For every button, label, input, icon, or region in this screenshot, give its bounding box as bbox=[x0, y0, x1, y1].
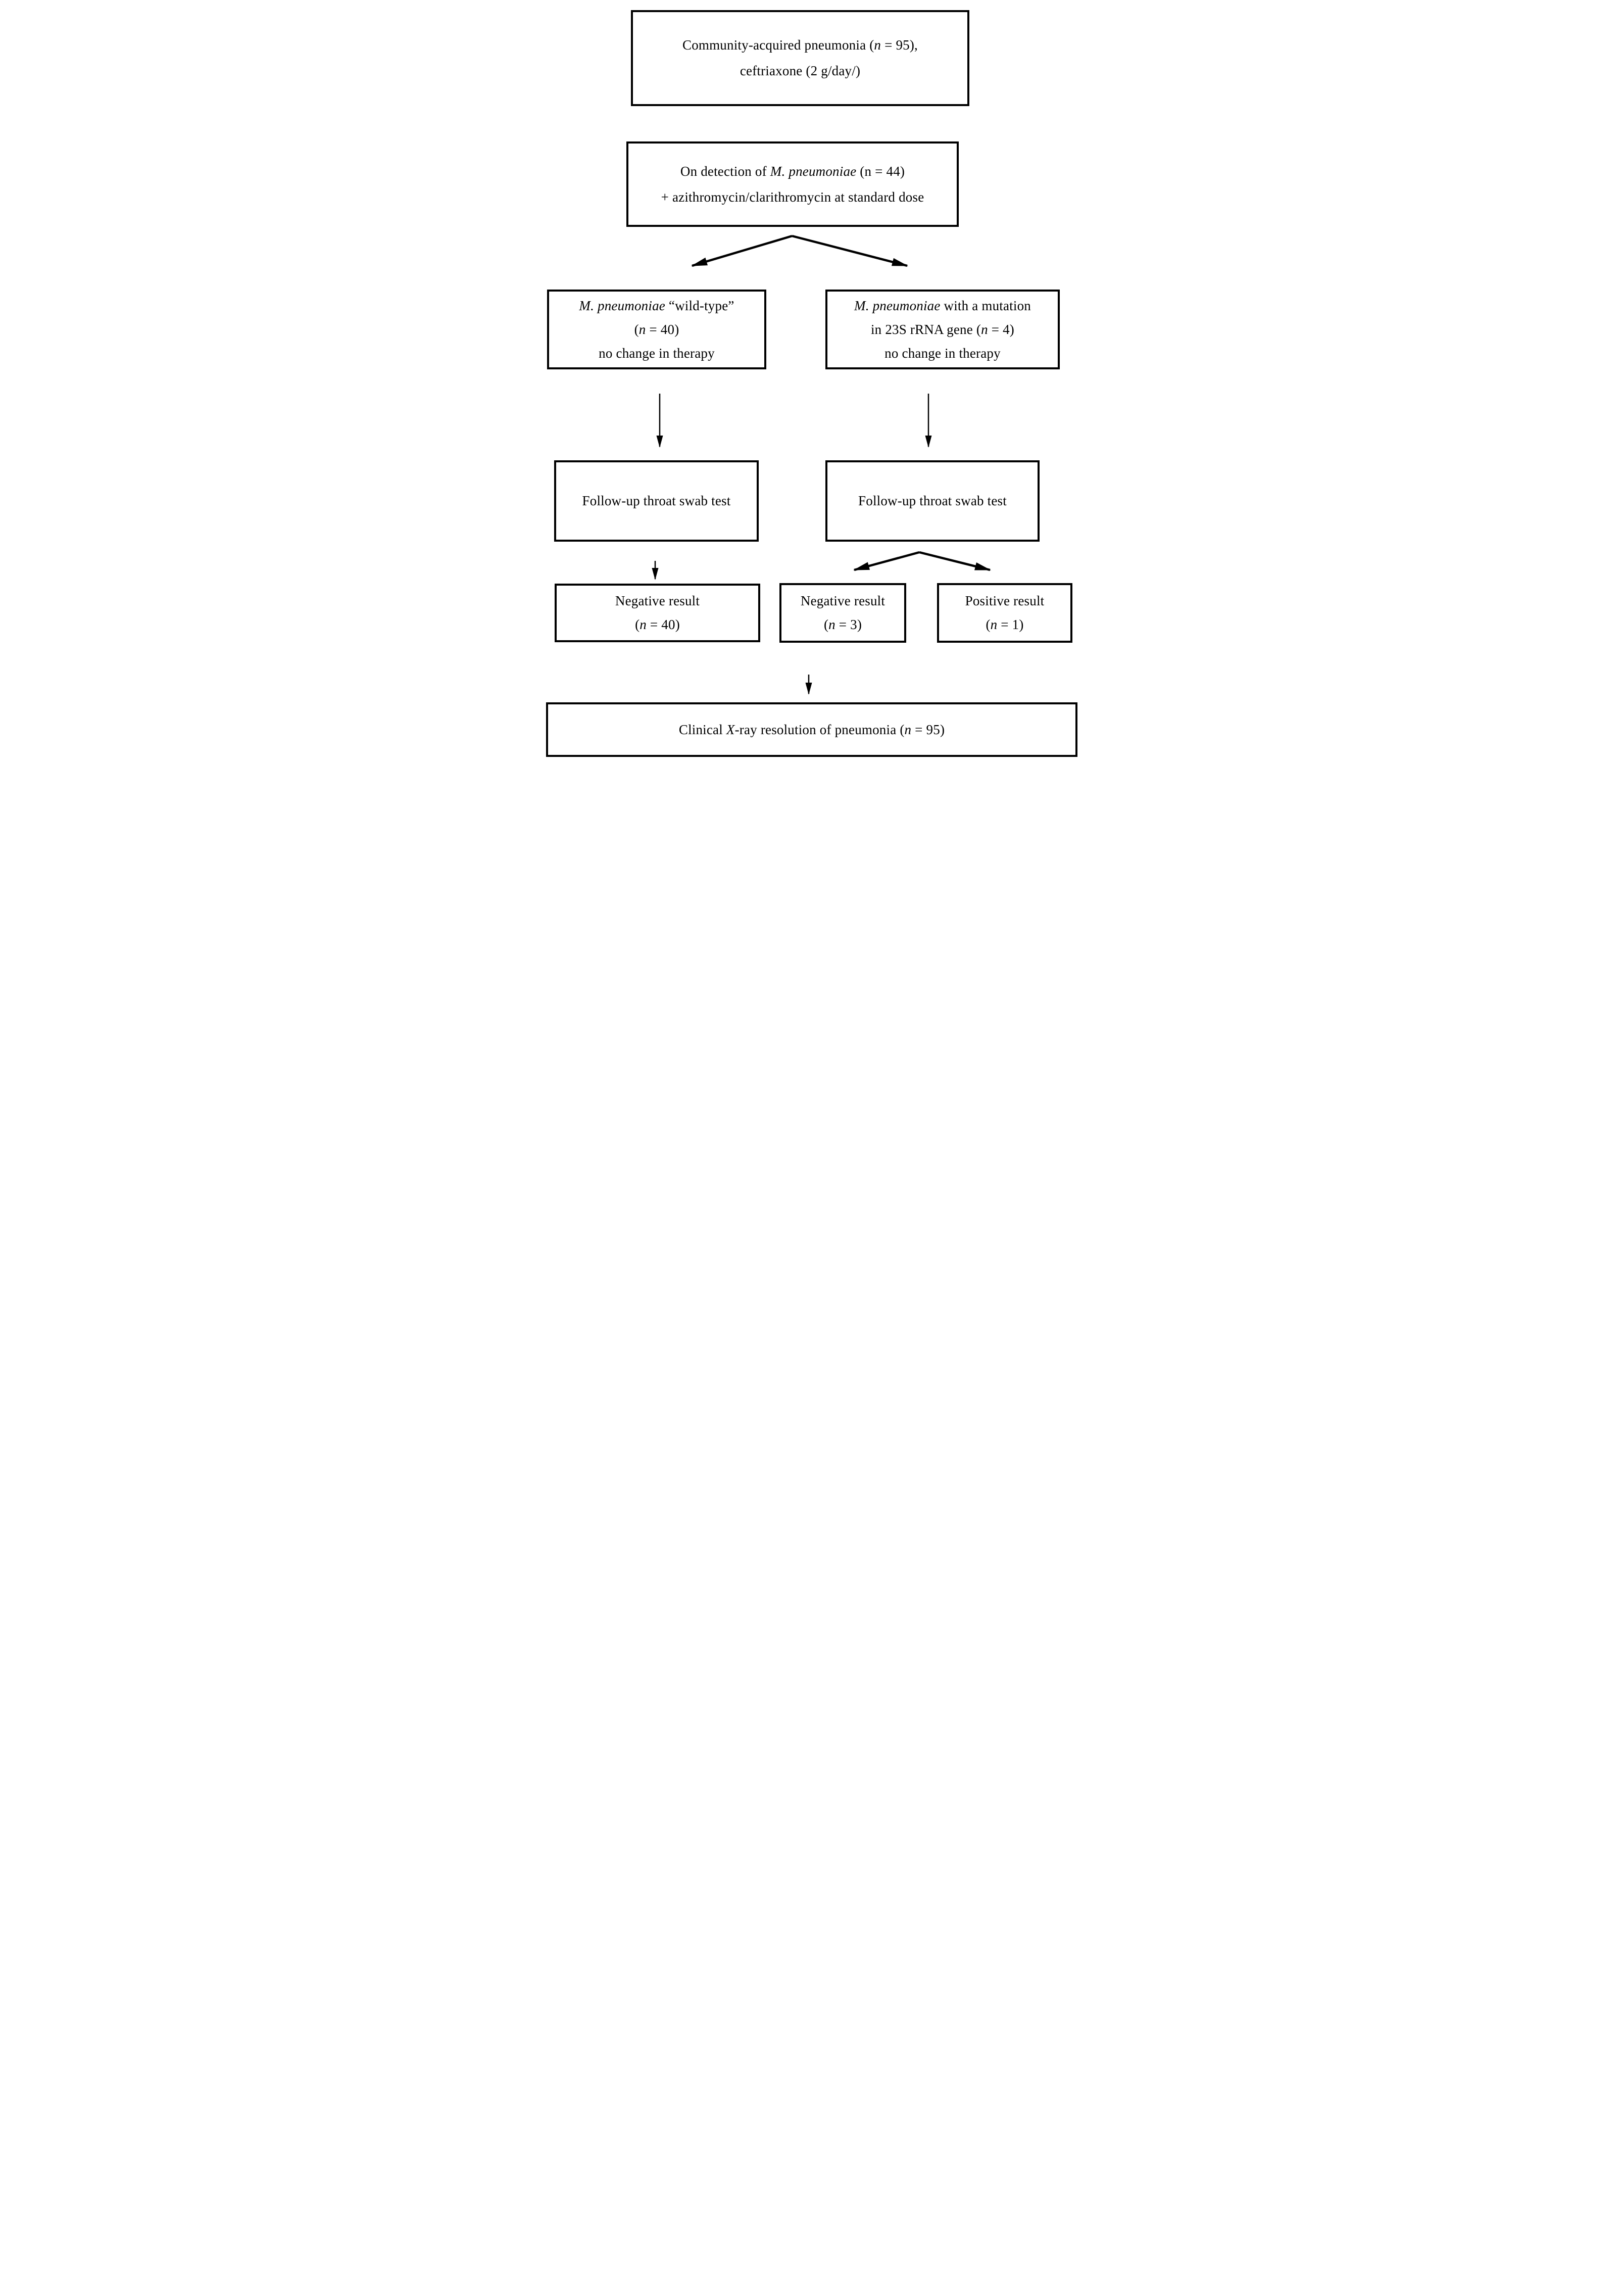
text-segment: = 40) bbox=[646, 617, 680, 632]
box-negative-left-line-1: Negative result bbox=[615, 589, 700, 613]
box-wild-type-line-3: no change in therapy bbox=[599, 342, 715, 365]
arrow-followup-to-negative-mid bbox=[853, 551, 920, 571]
text-segment: = 3) bbox=[835, 617, 862, 632]
box-detection-m-pneumoniae: On detection of M. pneumoniae (n = 44) +… bbox=[626, 141, 959, 227]
text-segment-italic: n bbox=[874, 37, 881, 53]
text-segment-italic: X bbox=[726, 722, 735, 737]
box-mutation-23s-rrna: M. pneumoniae with a mutation in 23S rRN… bbox=[825, 290, 1060, 369]
box-negative-result-middle: Negative result (n = 3) bbox=[779, 583, 906, 643]
text-segment: = 95), bbox=[881, 37, 918, 53]
text-segment-italic: n bbox=[990, 617, 998, 632]
box-clinical-xray-resolution: Clinical X-ray resolution of pneumonia (… bbox=[546, 702, 1077, 757]
arrow-detection-to-wild-type bbox=[691, 234, 793, 267]
text-segment: = 4) bbox=[988, 321, 1014, 337]
text-segment: -ray resolution of pneumonia ( bbox=[734, 722, 905, 737]
text-segment: no change in therapy bbox=[599, 345, 715, 361]
text-segment: “wild-type” bbox=[665, 298, 734, 313]
text-segment-italic: M. pneumoniae bbox=[770, 163, 857, 179]
box-negative-mid-line-2: (n = 3) bbox=[824, 613, 862, 637]
box-negative-left-line-2: (n = 40) bbox=[635, 613, 680, 637]
box-cap-line-2: ceftriaxone (2 g/day/) bbox=[740, 58, 860, 84]
text-segment: = 40) bbox=[646, 321, 679, 337]
text-segment: ( bbox=[823, 617, 829, 632]
text-segment-italic: n bbox=[904, 722, 912, 737]
text-segment: ceftriaxone (2 g/day/) bbox=[740, 63, 861, 78]
box-xray-line-1: Clinical X-ray resolution of pneumonia (… bbox=[679, 718, 945, 742]
text-segment: On detection of bbox=[680, 163, 770, 179]
text-segment: Clinical bbox=[678, 722, 726, 737]
box-followup-left-line-1: Follow-up throat swab test bbox=[582, 489, 731, 513]
box-positive-line-1: Positive result bbox=[965, 589, 1045, 613]
text-segment: ( bbox=[634, 321, 639, 337]
study-flowchart: Community-acquired pneumonia (n = 95), c… bbox=[541, 0, 1082, 766]
box-mutation-line-2: in 23S rRNA gene (n = 4) bbox=[871, 318, 1014, 342]
text-segment: Positive result bbox=[965, 593, 1045, 608]
text-segment-italic: n bbox=[981, 321, 988, 337]
text-segment: Follow-up throat swab test bbox=[858, 493, 1007, 508]
text-segment: ( bbox=[635, 617, 640, 632]
box-negative-mid-line-1: Negative result bbox=[801, 589, 885, 613]
box-positive-result: Positive result (n = 1) bbox=[937, 583, 1072, 643]
text-segment: = 95) bbox=[911, 722, 945, 737]
text-segment: in 23S rRNA gene ( bbox=[870, 321, 981, 337]
text-segment-italic: M. pneumoniae bbox=[854, 298, 941, 313]
text-segment-italic: n bbox=[828, 617, 835, 632]
box-followup-throat-swab-right: Follow-up throat swab test bbox=[825, 460, 1040, 542]
text-segment: + azithromycin/clarithromycin at standar… bbox=[661, 189, 924, 205]
box-detection-line-1: On detection of M. pneumoniae (n = 44) bbox=[680, 159, 905, 184]
box-mutation-line-3: no change in therapy bbox=[884, 342, 1001, 365]
box-positive-line-2: (n = 1) bbox=[986, 613, 1023, 637]
text-segment-italic: n bbox=[640, 617, 647, 632]
box-wild-type-line-1: M. pneumoniae “wild-type” bbox=[579, 294, 734, 318]
text-segment-italic: M. pneumoniae bbox=[579, 298, 665, 313]
arrow-followup-to-positive bbox=[919, 551, 991, 571]
box-followup-throat-swab-left: Follow-up throat swab test bbox=[554, 460, 759, 542]
text-segment: = 1) bbox=[997, 617, 1024, 632]
arrow-detection-to-mutation bbox=[792, 234, 908, 267]
box-mutation-line-1: M. pneumoniae with a mutation bbox=[854, 294, 1031, 318]
text-segment: Negative result bbox=[800, 593, 886, 608]
box-community-acquired-pneumonia: Community-acquired pneumonia (n = 95), c… bbox=[631, 10, 969, 106]
box-wild-type-line-2: (n = 40) bbox=[634, 318, 679, 342]
text-segment: Follow-up throat swab test bbox=[582, 493, 731, 508]
text-segment-italic: n bbox=[638, 321, 646, 337]
text-segment: ( bbox=[986, 617, 991, 632]
box-detection-line-2: + azithromycin/clarithromycin at standar… bbox=[661, 184, 924, 210]
box-followup-right-line-1: Follow-up throat swab test bbox=[858, 489, 1007, 513]
text-segment: Negative result bbox=[615, 593, 700, 608]
arrows-layer bbox=[652, 234, 991, 695]
text-segment: Community-acquired pneumonia ( bbox=[682, 37, 874, 53]
box-wild-type: M. pneumoniae “wild-type” (n = 40) no ch… bbox=[547, 290, 766, 369]
box-cap-line-1: Community-acquired pneumonia (n = 95), bbox=[682, 32, 918, 58]
text-segment: with a mutation bbox=[940, 298, 1031, 313]
text-segment: no change in therapy bbox=[884, 345, 1001, 361]
text-segment: (n = 44) bbox=[856, 163, 905, 179]
box-negative-result-left: Negative result (n = 40) bbox=[555, 584, 760, 642]
